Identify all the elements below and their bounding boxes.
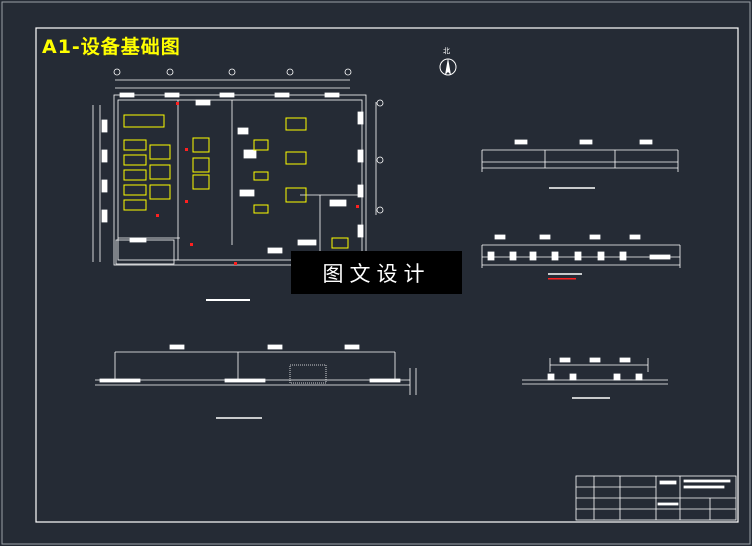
page-title: A1-设备基础图 [42,36,181,58]
watermark-text: 图文设计 [322,261,431,286]
section-2 [481,234,681,275]
watermark: 图文设计 [291,251,462,294]
section-3 [95,344,417,419]
drawing-frame [35,27,739,523]
section-1 [481,139,679,189]
section-4 [522,357,668,399]
plan-view [92,68,384,266]
north-arrow-icon [439,58,457,76]
equipment-foundations [123,114,349,249]
north-label: 北 [443,47,450,55]
title-block [575,475,737,521]
red-markers [156,102,576,280]
